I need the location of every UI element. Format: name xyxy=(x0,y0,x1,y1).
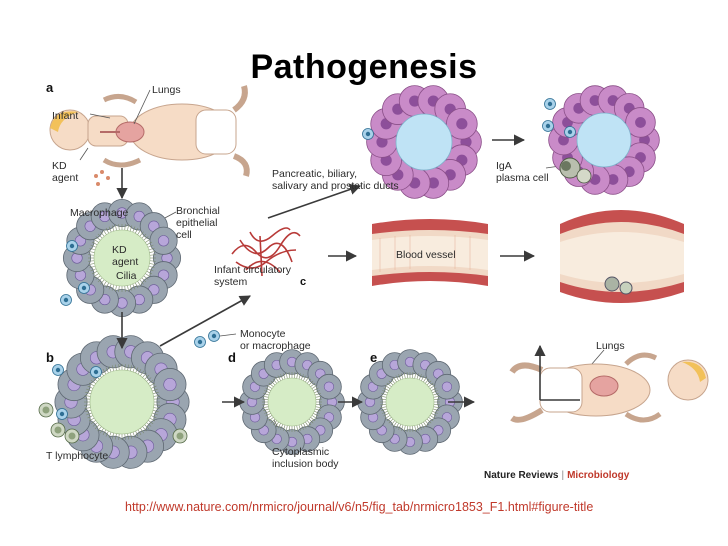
panel-label-b: b xyxy=(46,350,54,365)
bronchial-ring-d xyxy=(239,349,345,455)
label-lungs-bottom: Lungs xyxy=(596,340,625,352)
label-kd-agent: KD agent xyxy=(52,160,79,184)
blood-vessel-inflamed xyxy=(560,210,684,303)
label-kd-agent-inner: KD agent xyxy=(112,244,139,268)
label-lungs-top: Lungs xyxy=(152,84,181,96)
duct-ring-before xyxy=(366,85,482,199)
panel-label-e: e xyxy=(370,350,378,365)
panel-label-d: d xyxy=(228,350,236,365)
figure-credit: Nature Reviews|Microbiology xyxy=(484,470,629,481)
label-iga-plasma-cell: IgA plasma cell xyxy=(496,160,549,184)
slide-title: Pathogenesis xyxy=(250,48,478,86)
blood-vessel-normal xyxy=(372,219,488,286)
credit-journal: Nature Reviews xyxy=(484,470,559,481)
circulatory-network xyxy=(231,227,301,277)
duct-ring-after xyxy=(548,85,660,195)
label-infant-circulatory: Infant circulatory system xyxy=(214,264,292,288)
label-pancreatic-ducts: Pancreatic, biliary, salivary and prosta… xyxy=(272,168,399,192)
label-cilia: Cilia xyxy=(116,270,137,282)
label-infant: Infant xyxy=(52,110,79,122)
credit-section: Microbiology xyxy=(567,470,630,481)
label-macrophage: Macrophage xyxy=(70,207,129,219)
bronchial-ring-e xyxy=(357,349,463,455)
label-bronchial-cell: Bronchial epithelial cell xyxy=(176,205,220,241)
immune-cells xyxy=(38,98,592,444)
credit-separator: | xyxy=(561,470,565,481)
bronchial-ring-b xyxy=(54,335,190,469)
label-blood-vessel: Blood vessel xyxy=(396,249,456,261)
infant-illustration-bottom xyxy=(509,352,709,423)
label-monocyte: Monocyte or macrophage xyxy=(240,328,311,352)
label-t-lymphocyte: T lymphocyte xyxy=(46,450,109,462)
label-cytoplasmic-inclusion: Cytoplasmic inclusion body xyxy=(272,446,339,470)
panel-label-a: a xyxy=(46,80,54,95)
flow-arrows xyxy=(116,134,580,408)
bronchial-ring-a xyxy=(62,198,182,318)
panel-label-c: c xyxy=(300,276,307,288)
source-link[interactable]: http://www.nature.com/nrmicro/journal/v6… xyxy=(125,500,594,514)
infant-illustration-top xyxy=(49,85,250,177)
